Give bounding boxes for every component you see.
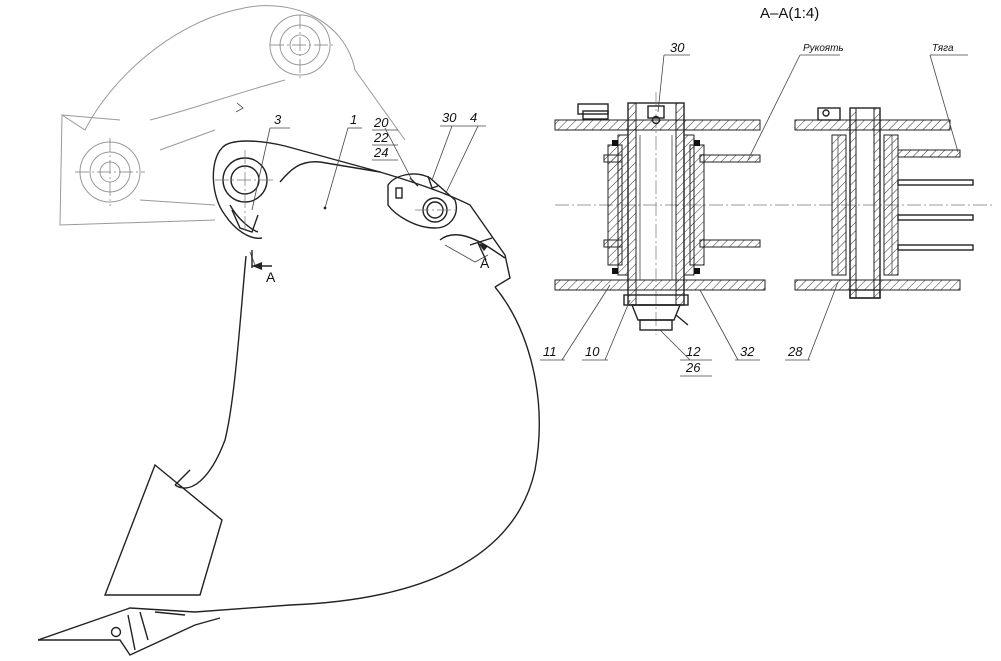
callout-26: 26 (685, 360, 701, 375)
main-callouts: 3 1 20 22 24 30 4 (251, 110, 486, 211)
callout-28: 28 (787, 344, 803, 359)
section-left: 30 Рукоять 11 10 12 26 32 (540, 40, 844, 377)
section-letter-left: А (266, 269, 276, 285)
ripper-tooth (37, 463, 291, 656)
pivot-boss-lower (387, 173, 457, 229)
ghost-arm (59, 5, 406, 226)
callout-12: 12 (686, 344, 701, 359)
bucket-body (174, 140, 540, 606)
label-handle: Рукоять (803, 43, 844, 54)
pivot-boss-upper (215, 150, 275, 235)
callout-30-main: 30 (442, 110, 457, 125)
callout-10: 10 (585, 344, 600, 359)
callout-24: 24 (373, 145, 388, 160)
section-view: А–А(1:4) (540, 5, 995, 377)
callout-32: 32 (740, 344, 755, 359)
callout-3: 3 (274, 112, 282, 127)
section-marker-right: А (469, 237, 493, 271)
section-title: А–А(1:4) (760, 5, 819, 22)
section-letter-right: А (480, 255, 490, 271)
callout-11: 11 (543, 344, 557, 359)
section-marker-left: А (251, 250, 276, 285)
section-right: Тяга 28 (785, 43, 974, 361)
label-link: Тяга (932, 43, 954, 54)
callout-20: 20 (373, 115, 389, 130)
callout-1: 1 (350, 112, 357, 127)
callout-4: 4 (470, 110, 477, 125)
callout-30-section: 30 (670, 40, 685, 55)
callout-22: 22 (373, 130, 389, 145)
main-view: А А 3 1 20 22 24 30 (37, 5, 540, 656)
